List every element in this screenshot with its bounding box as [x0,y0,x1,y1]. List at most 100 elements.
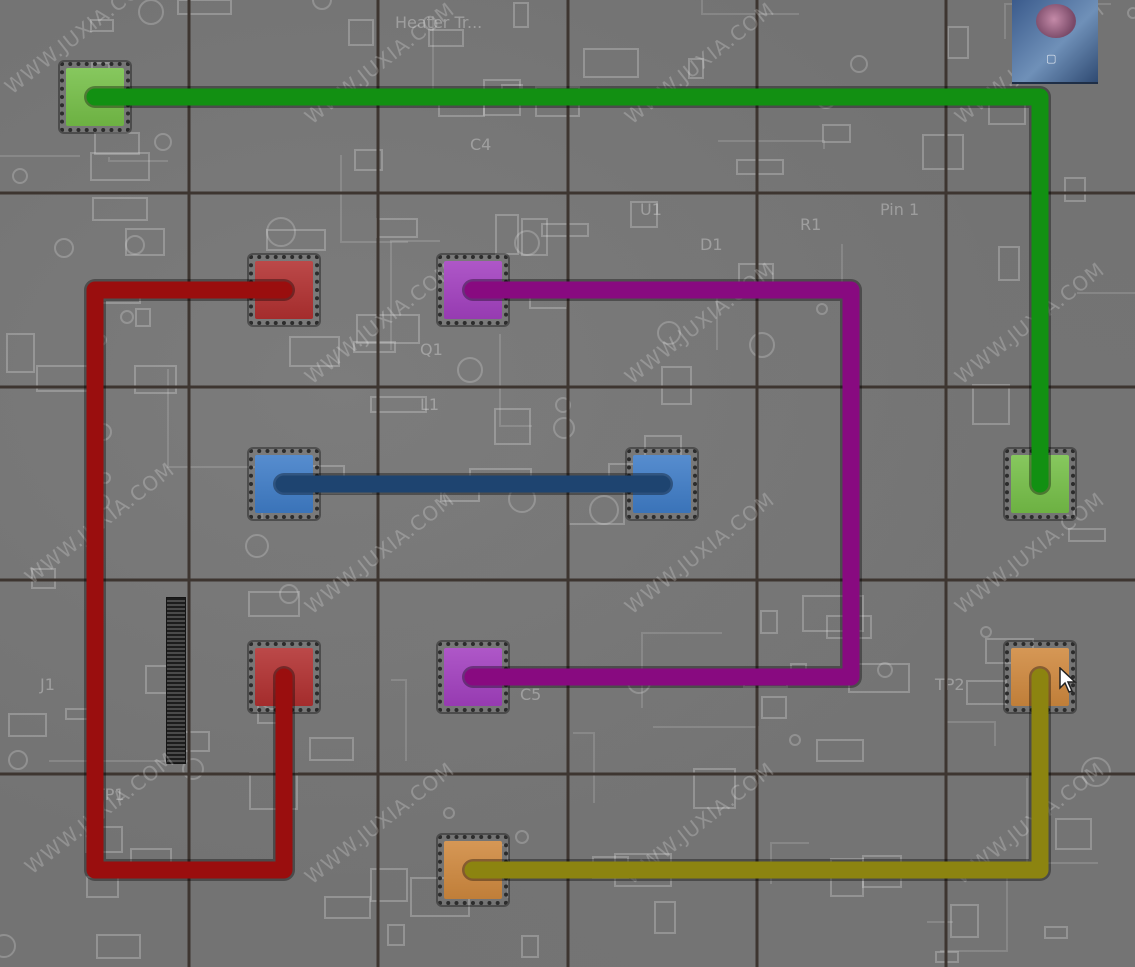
pcb-trace [167,369,281,468]
pcb-trace [390,240,440,350]
path-orange-shadow [462,666,1051,881]
pcb-component [950,904,979,938]
pcb-silkscreen-label: Q1 [420,340,443,359]
pcb-component [266,229,326,251]
pcb-trace [947,721,996,746]
pcb-component [353,341,396,353]
pcb-pad [555,397,571,413]
pcb-trace [701,0,799,15]
node-purple-2[interactable] [438,642,508,712]
pcb-trace [108,157,168,162]
pcb-component [998,246,1020,281]
pcb-component [85,826,123,853]
pcb-component [513,2,529,28]
path-red[interactable] [86,281,293,879]
path-green[interactable] [86,88,1049,493]
pcb-component [583,48,639,78]
path-orange[interactable] [464,668,1049,879]
pcb-silkscreen-label: Pin 1 [880,200,919,219]
pcb-component [1055,818,1092,850]
pcb-pad [749,332,775,358]
pcb-pad [457,357,483,383]
pcb-component [947,26,969,59]
pcb-pad [245,534,269,558]
pcb-component [354,149,383,171]
photo-caption: ▢ [1046,52,1057,65]
pcb-pad [657,321,681,345]
pcb-component [387,924,405,946]
pcb-component [370,868,408,902]
pcb-component [736,159,784,175]
flower-shape [1036,4,1076,38]
pcb-pad [589,495,619,525]
pcb-connector-strip [166,597,186,764]
pcb-component [6,333,35,373]
flower-photo-icon: ▢ [1012,0,1098,84]
pcb-component [125,228,165,256]
pcb-pad [816,303,828,315]
pcb-trace [340,155,408,243]
pcb-component [521,935,539,958]
pcb-component [177,0,232,15]
pcb-component [94,132,140,155]
pcb-component [134,365,177,394]
pcb-component [494,408,531,445]
pcb-component [370,396,427,413]
pcb-component [90,19,114,32]
pcb-trace [391,679,407,761]
pcb-component [289,336,340,367]
pcb-component [348,19,374,46]
pcb-component [309,737,354,761]
pcb-pad [0,934,16,958]
pcb-pad [553,417,575,439]
pcb-pad [154,133,172,151]
pcb-pad [312,0,332,10]
pcb-component [90,152,150,181]
pcb-component [630,201,658,228]
pcb-component [972,384,1010,425]
pcb-component [92,197,148,221]
pcb-component [1044,926,1068,939]
pcb-silkscreen-label: R1 [800,215,821,234]
pcb-component [1068,528,1106,542]
pcb-pad [789,734,801,746]
pcb-component [760,610,778,634]
pcb-pad [8,750,28,770]
pcb-component [761,696,787,719]
pcb-pad [850,55,868,73]
pcb-pad [54,238,74,258]
pcb-trace [573,732,595,803]
pcb-component [822,124,851,143]
pcb-pad [138,0,164,25]
pcb-pad [515,830,529,844]
pcb-pad [877,662,893,678]
pcb-component [816,739,864,762]
pcb-trace [718,140,825,149]
pcb-component [654,901,676,934]
pcb-component [541,223,589,237]
pcb-component [922,134,964,170]
pcb-component [248,591,300,617]
pcb-silkscreen-label: C5 [520,685,541,704]
pcb-silkscreen-label: J1 [39,675,55,694]
pcb-silkscreen-label: L1 [420,395,439,414]
pcb-silkscreen-label: Heater Tr... [395,13,482,32]
pcb-component [135,308,151,327]
pcb-component [1064,177,1086,202]
pcb-trace [0,155,80,157]
pcb-trace [1077,292,1135,294]
pcb-pad [443,807,455,819]
mouse-pointer-icon [1059,667,1077,693]
path-purple[interactable] [464,281,860,686]
pcb-component [495,214,519,255]
path-red-shadow [84,279,295,881]
node-orange-1[interactable] [438,835,508,905]
pcb-trace [940,875,1008,952]
pcb-pad [266,217,296,247]
pcb-silkscreen-label: TP2 [934,675,965,694]
pcb-pad [514,230,540,256]
pcb-component [521,218,548,256]
pcb-silkscreen-label: U1 [640,200,662,219]
